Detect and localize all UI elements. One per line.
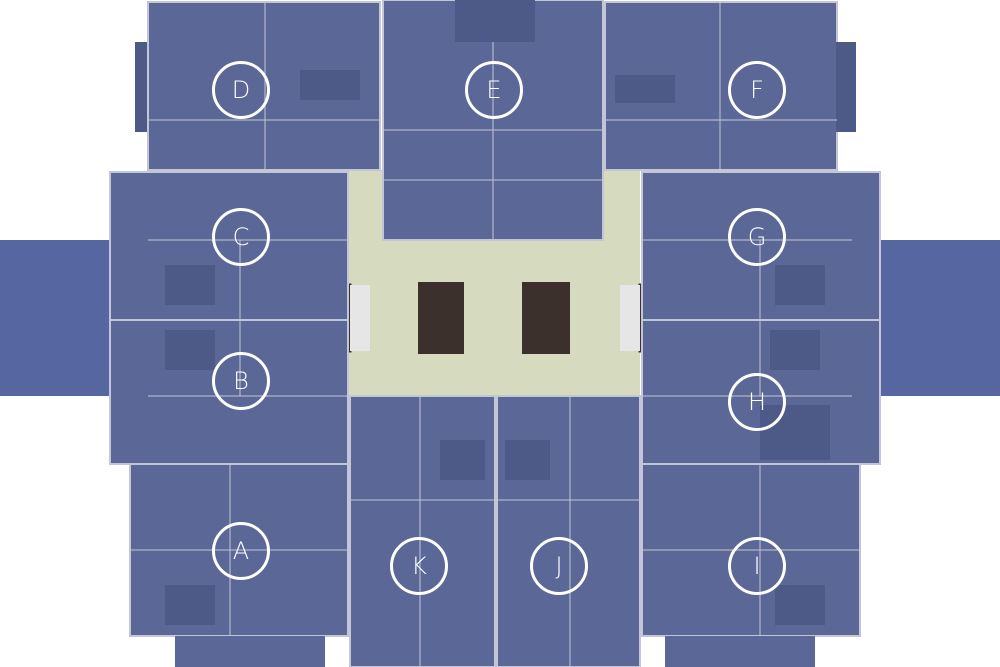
unit-badge-g[interactable]: G bbox=[728, 208, 786, 266]
unit-E bbox=[382, 0, 604, 241]
unit-badge-j[interactable]: J bbox=[530, 537, 588, 595]
unit-badge-b[interactable]: B bbox=[212, 352, 270, 410]
west-elevator-core bbox=[418, 282, 464, 354]
unit-K bbox=[349, 395, 496, 667]
unit-B bbox=[109, 319, 349, 465]
east-walkway bbox=[860, 240, 1000, 396]
unit-F bbox=[604, 1, 856, 171]
unit-badge-h[interactable]: H bbox=[728, 373, 786, 431]
east-elevator-core bbox=[522, 282, 570, 354]
unit-J bbox=[496, 395, 641, 667]
unit-badge-k[interactable]: K bbox=[390, 537, 448, 595]
unit-badge-d[interactable]: D bbox=[212, 61, 270, 119]
unit-I bbox=[641, 463, 861, 667]
unit-badge-i[interactable]: I bbox=[728, 537, 786, 595]
unit-badge-f[interactable]: F bbox=[728, 61, 786, 119]
unit-badge-e[interactable]: E bbox=[465, 61, 523, 119]
unit-badge-a[interactable]: A bbox=[212, 522, 270, 580]
unit-badge-c[interactable]: C bbox=[212, 208, 270, 266]
